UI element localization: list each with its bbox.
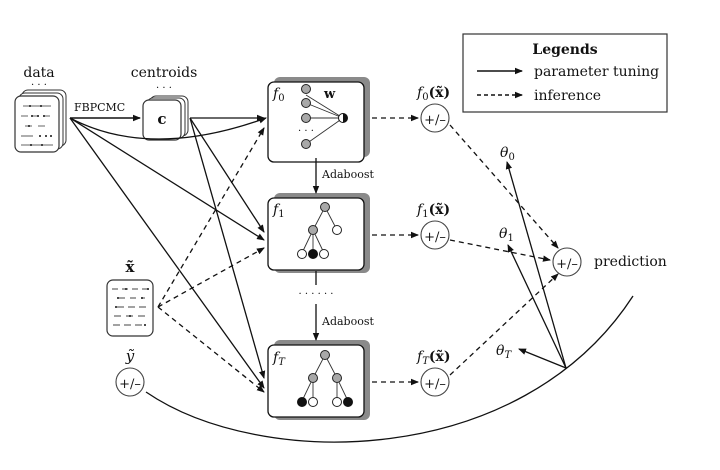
data-to-f0-arrow — [69, 117, 267, 140]
fT-label: fT — [272, 350, 286, 368]
prediction-label: prediction — [594, 254, 667, 270]
svg-text:+/–: +/– — [556, 257, 578, 272]
legend-inference: inference — [534, 88, 601, 104]
inference-input-arrows — [157, 127, 265, 393]
x-to-fT-arrow — [157, 306, 265, 393]
output-label-T: fT(x̃) — [416, 348, 450, 367]
centroids-stack-icon — [142, 95, 189, 141]
centroids-label: centroids — [131, 65, 198, 81]
prediction-node: +/– — [552, 247, 582, 277]
output-node-0: +/– — [420, 103, 450, 133]
boosting-ellipsis: · · · · · · — [299, 289, 334, 300]
classifier-f1 — [267, 193, 370, 273]
legend-box: Legends parameter tuning inference — [462, 33, 668, 113]
centroids-ellipsis: · · · — [156, 83, 172, 94]
theta-1-label: θ1 — [499, 226, 514, 244]
svg-text:+/–: +/– — [424, 113, 446, 128]
theta-T-label: θT — [496, 343, 512, 361]
fbpcmc-label: FBPCMC — [74, 101, 125, 114]
output-label-1: f1(x̃) — [416, 201, 450, 220]
svg-text:+/–: +/– — [424, 377, 446, 392]
x-to-f0-arrow — [157, 127, 265, 308]
label-feedback-curve — [145, 295, 634, 443]
svg-text:· · ·: · · · — [298, 126, 314, 137]
output-node-T: +/– — [420, 367, 450, 397]
adaboost-label-1: Adaboost — [321, 168, 374, 181]
f1-label: f1 — [272, 202, 285, 220]
data-stack-icon — [14, 89, 67, 153]
output-node-1: +/– — [420, 220, 450, 250]
output-label-0: f0(x̃) — [416, 84, 450, 103]
data-to-fT-arrow — [69, 117, 265, 389]
y-tilde-label: ỹ — [125, 347, 135, 365]
legend-parameter-tuning: parameter tuning — [534, 64, 659, 80]
x-to-f1-arrow — [157, 247, 265, 308]
label-sign-node — [115, 367, 145, 397]
theta-0-label: θ0 — [500, 145, 515, 163]
centroids-to-f1-arrow — [189, 117, 265, 233]
data-to-f1-arrow — [69, 117, 265, 241]
data-label: data — [23, 65, 54, 81]
f0-label: f0 — [272, 86, 285, 104]
centroid-symbol: c — [157, 110, 166, 128]
adaboost-label-2: Adaboost — [321, 315, 374, 328]
label-sign-symbol: +/– — [119, 377, 141, 392]
weight-label: w — [323, 87, 336, 102]
parameter-tuning-arrows — [69, 114, 267, 389]
centroids-to-fT-arrow — [189, 117, 266, 379]
legend-title: Legends — [532, 42, 597, 58]
classifier-output-arrows — [372, 114, 419, 386]
weighted-vote-arrows — [449, 124, 559, 376]
svg-text:+/–: +/– — [424, 230, 446, 245]
classifier-fT — [267, 340, 370, 420]
data-ellipsis: · · · — [31, 80, 47, 91]
test-sample-icon — [106, 279, 154, 337]
x-tilde-label: x̃ — [126, 258, 136, 276]
theta-tuning-arrows — [505, 161, 567, 369]
classifier-f0: · · · — [267, 77, 370, 163]
